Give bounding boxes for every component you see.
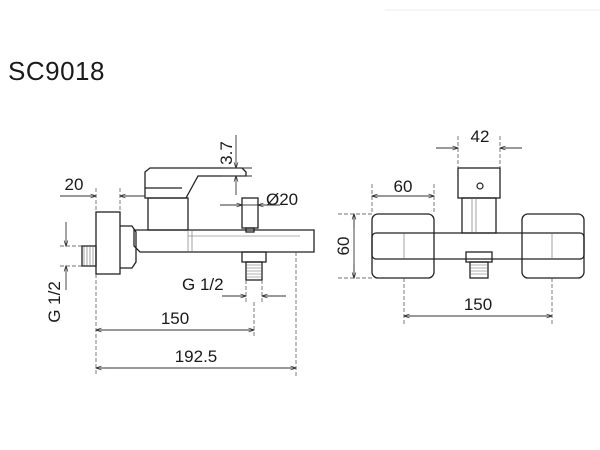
right-wall-plate — [521, 213, 585, 279]
mixer-body — [133, 229, 315, 253]
dim-diverter-diameter-label: Ø20 — [266, 190, 298, 209]
outlet-nut — [241, 251, 267, 263]
outlet-thread-lines — [246, 264, 262, 278]
outlet-thread-front — [469, 261, 489, 279]
outlet-thread-lines-front — [470, 264, 488, 275]
dim-plate-width-label: 60 — [394, 177, 413, 196]
eccentric-nut — [120, 225, 137, 269]
front-view: 42 60 60 150 — [334, 127, 585, 324]
handle-indicator — [476, 182, 484, 190]
dim-inlet-to-outlet-label: 150 — [161, 309, 189, 328]
inlet-thread — [81, 245, 97, 267]
left-wall-plate — [371, 213, 435, 279]
inlet-thread-lines — [83, 246, 94, 266]
dim-handle-width-label: 42 — [471, 127, 490, 146]
dim-spout-offset-label: 20 — [65, 175, 84, 194]
dim-outlet-thread-label: G 1/2 — [182, 275, 224, 294]
dim-handle-gap-label: 3.7 — [217, 141, 236, 165]
cartridge-front — [461, 197, 497, 234]
wall-flange — [95, 211, 121, 275]
model-title: SC9018 — [8, 56, 105, 86]
cartridge-body — [147, 197, 189, 231]
handle-lever — [144, 167, 247, 199]
diverter-stem — [245, 227, 255, 233]
dim-plate-height-label: 60 — [334, 237, 353, 256]
diverter-knob — [241, 197, 259, 229]
dim-inlet-spacing-label: 150 — [464, 295, 492, 314]
outlet-nut-front — [465, 251, 493, 263]
dim-overall-length-label: 192.5 — [175, 347, 218, 366]
dim-inlet-thread-label: G 1/2 — [45, 281, 64, 323]
side-view: 3.7 20 Ø20 G 1/2 G 1/2 150 — [45, 135, 315, 376]
